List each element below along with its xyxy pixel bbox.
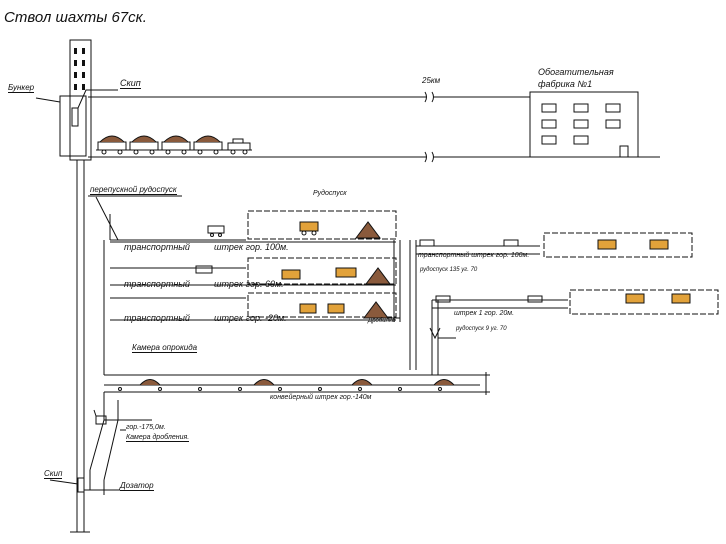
break-mark-top	[425, 92, 434, 102]
label-drobilka: Дробилка	[368, 318, 396, 324]
skip-bottom-leader	[50, 480, 78, 484]
loader-icon	[336, 268, 356, 277]
tipping-chamber	[104, 392, 118, 420]
label-dozator: Дозатор	[120, 481, 154, 491]
factory-windows	[542, 104, 628, 157]
label-rudospusk-135: рудоспуск 135 уг. 70	[420, 267, 478, 273]
label-skip-top: Скип	[120, 78, 141, 89]
label-distance: 25км	[422, 76, 441, 85]
ore-pile-icon	[356, 222, 380, 238]
label-ore-chute: Рудоспуск	[313, 190, 347, 197]
loader-icon	[282, 270, 300, 279]
mine-car-icon	[98, 136, 126, 155]
headframe-tower	[70, 40, 91, 160]
truck-icon	[328, 304, 344, 313]
label-factory-line2: фабрика №1	[538, 79, 593, 89]
mine-car-icon	[162, 136, 190, 155]
label-level-100-a: транспортный	[124, 242, 190, 252]
mine-car-icon	[528, 296, 542, 302]
label-gor-175: гор.-175,0м.	[126, 424, 166, 431]
level-right-100-chamber	[544, 233, 692, 257]
label-level-60-a: транспортный	[124, 279, 190, 289]
diagram-title: Ствол шахты 67ск.	[4, 9, 147, 26]
label-kamera-drob: Камера дробления.	[126, 434, 190, 442]
label-kamera-oprokida: Камера опрокида	[132, 343, 198, 353]
level-20-chamber	[570, 290, 718, 314]
ore-pile-icon	[366, 268, 390, 284]
label-konveyer: конвейерный штрек гор.-140м	[270, 394, 372, 401]
loader-icon	[650, 240, 668, 249]
label-level-60-b: штрек гор. 60м.	[214, 279, 284, 289]
label-level-m20-a: транспортный	[124, 313, 190, 323]
crusher-chute-icon	[430, 328, 440, 338]
mine-car-icon	[436, 296, 450, 302]
label-bunker: Бункер	[8, 83, 35, 93]
vehicles-left	[196, 222, 390, 318]
skip-top-icon	[72, 108, 78, 126]
level-m20-chamber	[248, 293, 396, 317]
conveyor-ore	[140, 380, 454, 386]
skip-top-leader	[78, 90, 118, 108]
mine-car-icon	[504, 240, 518, 246]
vehicles-right	[420, 240, 690, 303]
factory-building	[530, 92, 638, 157]
skip-bottom-icon	[78, 478, 84, 492]
mine-car-icon	[194, 136, 222, 155]
mine-car-icon	[196, 266, 212, 273]
label-skip-bottom: Скип	[44, 469, 63, 479]
label-perepusk: перепускной рудоспуск	[90, 185, 177, 195]
truck-icon	[300, 304, 316, 313]
conveyor-rollers	[118, 387, 442, 391]
loader-icon	[672, 294, 690, 303]
bunker-box	[60, 96, 86, 156]
level-100-chamber	[248, 211, 396, 239]
loader-icon	[626, 294, 644, 303]
label-level-right-100: транспортный штрек гор. 100м.	[418, 252, 530, 259]
ore-pile-icon	[364, 302, 388, 318]
loader-icon	[300, 222, 318, 236]
label-level-m20-b: штрек гор. -20м.	[214, 313, 287, 323]
break-mark-bottom	[425, 152, 434, 162]
bunker-leader	[36, 98, 60, 102]
mine-car-icon	[420, 240, 434, 246]
label-factory-line1: Обогатительная	[538, 67, 614, 77]
surface-train	[98, 136, 250, 155]
level-60-chamber	[248, 258, 396, 284]
mine-car-icon	[130, 136, 158, 155]
label-shtrek-20: штрек 1 гор. 20м.	[454, 310, 515, 317]
label-rudospusk-9: рудоспуск 9 уг. 70	[456, 326, 507, 332]
label-level-100-b: штрек гор. 100м.	[214, 242, 289, 252]
crusher-icon	[96, 416, 106, 424]
locomotive-icon	[228, 139, 250, 155]
headframe-windows	[74, 48, 85, 90]
perepusk-diagonal	[96, 197, 118, 240]
loader-icon	[598, 240, 616, 249]
mine-car-icon	[208, 226, 224, 237]
